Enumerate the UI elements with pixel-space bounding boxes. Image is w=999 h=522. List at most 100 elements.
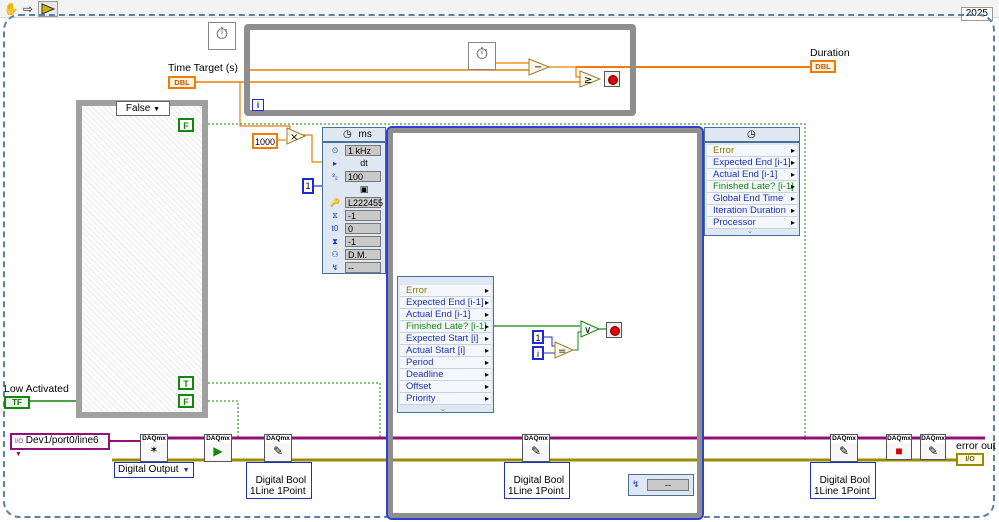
hand-icon[interactable]: ✋ [3, 2, 19, 16]
pencil-icon: ✎ [530, 444, 542, 458]
timed-loop-stop-terminal[interactable] [606, 322, 622, 338]
error-out-indicator: I/O [956, 453, 984, 466]
duration-label: Duration [810, 47, 850, 59]
t0-icon: t0 [331, 224, 339, 233]
chevron-down-icon[interactable]: ▼ [153, 106, 161, 113]
or-function[interactable]: ∨ [580, 320, 600, 338]
or-symbol: ∨ [584, 325, 591, 336]
subtract-function[interactable]: − [528, 58, 550, 76]
right-node-timed-icon: ◷ [747, 129, 756, 140]
left-node-row-error[interactable]: Error▸ [400, 285, 491, 297]
daqmx-clear-task[interactable]: DAQmx ✎ [920, 434, 946, 460]
right-node-row-error[interactable]: Error▸ [707, 145, 797, 157]
tl-row-offset[interactable]: ⧖-1 [325, 210, 383, 222]
left-node-row-priority[interactable]: Priority▸ [400, 393, 491, 405]
right-node-row-expected-end[interactable]: Expected End [i-1]▸ [707, 157, 797, 169]
duration-indicator: DBL [810, 60, 836, 73]
daqmx-write-3[interactable]: DAQmx ✎ [830, 434, 858, 462]
low-activated-control[interactable]: TF [4, 396, 30, 409]
daq-brand-label: DAQmx [265, 435, 291, 443]
tl-value-processor: ▣ [359, 184, 369, 194]
right-node-resize-icon[interactable]: ⌄ [747, 228, 753, 235]
daq-brand-label: DAQmx [523, 435, 549, 443]
priority-constant[interactable]: 1 [302, 178, 314, 194]
pencil-icon: ✎ [838, 444, 850, 458]
equal-function[interactable]: = [554, 341, 574, 359]
left-node-row-actual-end[interactable]: Actual End [i-1]▸ [400, 309, 491, 321]
timed-loop-icon: ◷ [343, 129, 352, 140]
top-loop-stop-terminal[interactable] [604, 71, 620, 87]
right-node-row-finished-late[interactable]: Finished Late? [i-1]▸ [707, 181, 797, 193]
left-node-row-period[interactable]: Period▸ [400, 357, 491, 369]
write-mode-selector-1[interactable]: Digital Bool 1Line 1Point [246, 462, 312, 499]
daqmx-write-1[interactable]: DAQmx ✎ [264, 434, 292, 462]
left-node-row-expected-start[interactable]: Expected Start [i]▸ [400, 333, 491, 345]
right-node-row-processor[interactable]: Processor▸ [707, 217, 797, 229]
physical-channel-constant[interactable]: I/O Dev1/port0/line6 ▼ [10, 433, 110, 458]
tl-row-name[interactable]: 🔑L222455 [325, 197, 383, 209]
write-mode-selector-2[interactable]: Digital Bool 1Line 1Point [504, 462, 570, 499]
right-node-row-actual-end[interactable]: Actual End [i-1]▸ [707, 169, 797, 181]
low-activated-label: Low Activated [4, 383, 69, 395]
tl-row-clock[interactable]: ⏲1 kHz [325, 145, 383, 157]
time-target-control[interactable]: DBL [168, 76, 196, 89]
left-node-row-offset[interactable]: Offset▸ [400, 381, 491, 393]
tl-row-deadline[interactable]: ⧗-1 [325, 236, 383, 248]
create-channel-mode-selector[interactable]: Digital Output▼ [114, 462, 194, 478]
left-node-row-actual-start[interactable]: Actual Start [i]▸ [400, 345, 491, 357]
tl-value-priority: 100 [345, 171, 381, 182]
timed-loop-structure [386, 126, 704, 520]
timed-loop-unit: ms [358, 129, 372, 140]
daq-brand-label: DAQmx [887, 435, 911, 443]
flag-icon: ↯ [632, 479, 640, 489]
inner-right-constant[interactable]: ↯ -- [628, 474, 694, 496]
daqmx-start-task[interactable]: DAQmx ▶ [204, 434, 232, 462]
daqmx-stop-task[interactable]: DAQmx ■ [886, 434, 912, 460]
right-node-row-iteration-duration[interactable]: Iteration Duration▸ [707, 205, 797, 217]
right-data-node[interactable]: Error▸ Expected End [i-1]▸ Actual End [i… [704, 142, 800, 236]
case-true-output: T [178, 376, 194, 390]
time-target-label: Time Target (s) [168, 62, 239, 74]
greater-equal-function[interactable]: ≥ [579, 70, 601, 88]
tl-row-flag[interactable]: ↯-- [325, 262, 383, 274]
case-selector[interactable]: False ▼ [116, 101, 170, 116]
left-node-row-finished-late[interactable]: Finished Late? [i-1]▸ [400, 321, 491, 333]
tl-value-flag: -- [345, 262, 381, 273]
case-false-constant: F [178, 118, 194, 132]
offset-icon: ⧖ [332, 211, 338, 220]
case-selector-value: False [125, 103, 151, 114]
multiplier-constant[interactable]: 1000 [252, 133, 278, 149]
chevron-down-icon[interactable]: ▼ [15, 451, 22, 458]
arrow-right-icon[interactable]: ⇨ [22, 2, 34, 16]
tl-row-processor[interactable]: ▣ [325, 184, 383, 196]
iteration-i-terminal: i [532, 346, 544, 360]
labview-run-icon[interactable] [38, 1, 58, 17]
elapsed-tick-icon: ⏱ [468, 42, 496, 70]
create-channel-icon: ✶ [149, 445, 159, 456]
case-false-output: F [178, 394, 194, 408]
mode-icon: ⚇ [331, 250, 339, 259]
write-mode-selector-3[interactable]: Digital Bool 1Line 1Point [810, 462, 876, 499]
compare-one-constant[interactable]: 1 [532, 330, 544, 344]
tl-value-clock: 1 kHz [345, 145, 381, 156]
left-data-node[interactable]: Error▸ Expected End [i-1]▸ Actual End [i… [397, 276, 494, 413]
pencil-icon: ✎ [272, 444, 284, 458]
daqmx-create-channel[interactable]: DAQmx ✶ [140, 434, 168, 462]
multiply-function[interactable]: × [286, 127, 306, 145]
daqmx-write-2[interactable]: DAQmx ✎ [522, 434, 550, 462]
right-node-header: ◷ [704, 127, 800, 142]
tl-row-mode[interactable]: ⚇D.M. [325, 249, 383, 261]
daq-brand-label: DAQmx [141, 435, 167, 443]
write-mode-1: Digital Bool 1Line 1Point [250, 475, 307, 497]
left-node-row-deadline[interactable]: Deadline▸ [400, 369, 491, 381]
tick-count-icon: ⏱ [208, 22, 236, 50]
multiply-symbol: × [290, 132, 298, 143]
left-node-row-expected-end[interactable]: Expected End [i-1]▸ [400, 297, 491, 309]
tl-row-dt[interactable]: ▸dt [325, 158, 383, 170]
tl-value-name: L222455 [345, 197, 383, 208]
left-node-resize-icon[interactable]: ⌄ [440, 406, 446, 413]
right-node-row-global-end[interactable]: Global End Time▸ [707, 193, 797, 205]
